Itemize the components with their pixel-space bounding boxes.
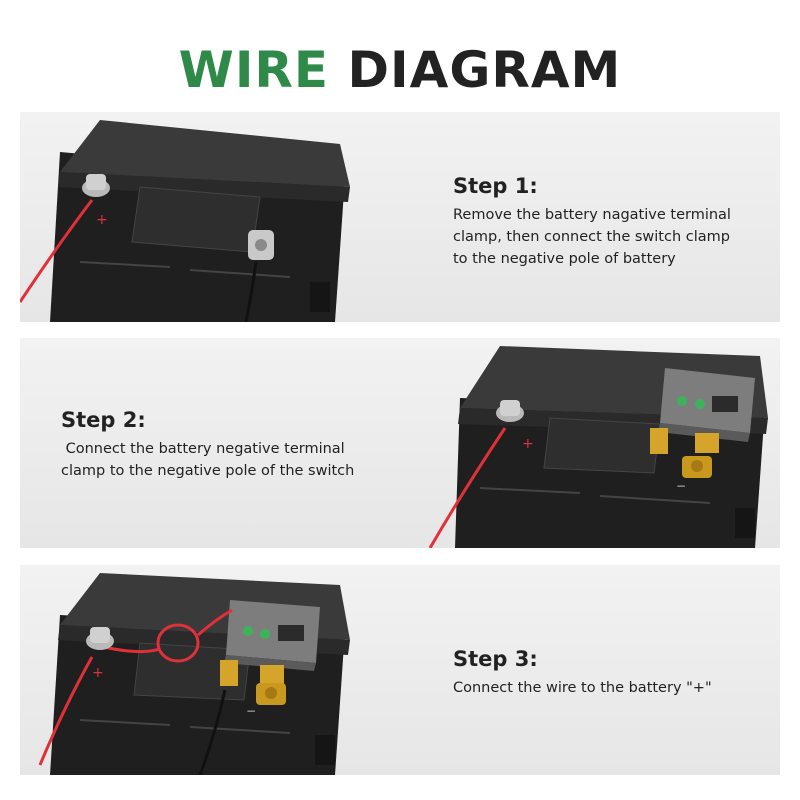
step-1-panel: + Step 1: Remove the battery nagative te… — [20, 112, 780, 322]
step-2-text: Step 2: Connect the battery negative ter… — [61, 408, 354, 482]
step-1-line-3: to the negative pole of battery — [453, 251, 676, 267]
step-1-heading: Step 1: — [453, 174, 538, 198]
step-2-line-2: clamp to the negative pole of the switch — [61, 463, 355, 479]
step-2-heading: Step 2: — [61, 408, 146, 432]
battery-image-step-1: + — [20, 120, 350, 322]
step-2-line-1: Connect the battery negative terminal — [61, 441, 345, 457]
minus-mark: − — [676, 479, 686, 493]
plus-mark: + — [92, 665, 104, 681]
step-3-text: Step 3: Connect the wire to the battery … — [453, 647, 712, 699]
battery-image-step-2: + − — [428, 346, 768, 548]
title-word-wire: WIRE — [178, 41, 330, 99]
page-title: WIRE DIAGRAM — [0, 38, 800, 102]
minus-mark: − — [246, 704, 256, 718]
step-1-line-2: clamp, then connect the switch clamp — [453, 229, 730, 245]
step-3-panel: + − Step 3: Connect the wire to the batt… — [20, 565, 780, 775]
step-3-line-1: Connect the wire to the battery "+" — [453, 680, 712, 696]
step-1-text: Step 1: Remove the battery nagative term… — [453, 174, 731, 270]
battery-image-step-3: + − — [38, 573, 350, 775]
plus-mark: + — [522, 436, 534, 452]
step-3-heading: Step 3: — [453, 647, 538, 671]
step-2-panel: + − Step 2: Connect the battery negative… — [20, 338, 780, 548]
plus-mark: + — [96, 212, 108, 228]
step-1-line-1: Remove the battery nagative terminal — [453, 207, 731, 223]
title-word-diagram: DIAGRAM — [347, 41, 622, 99]
